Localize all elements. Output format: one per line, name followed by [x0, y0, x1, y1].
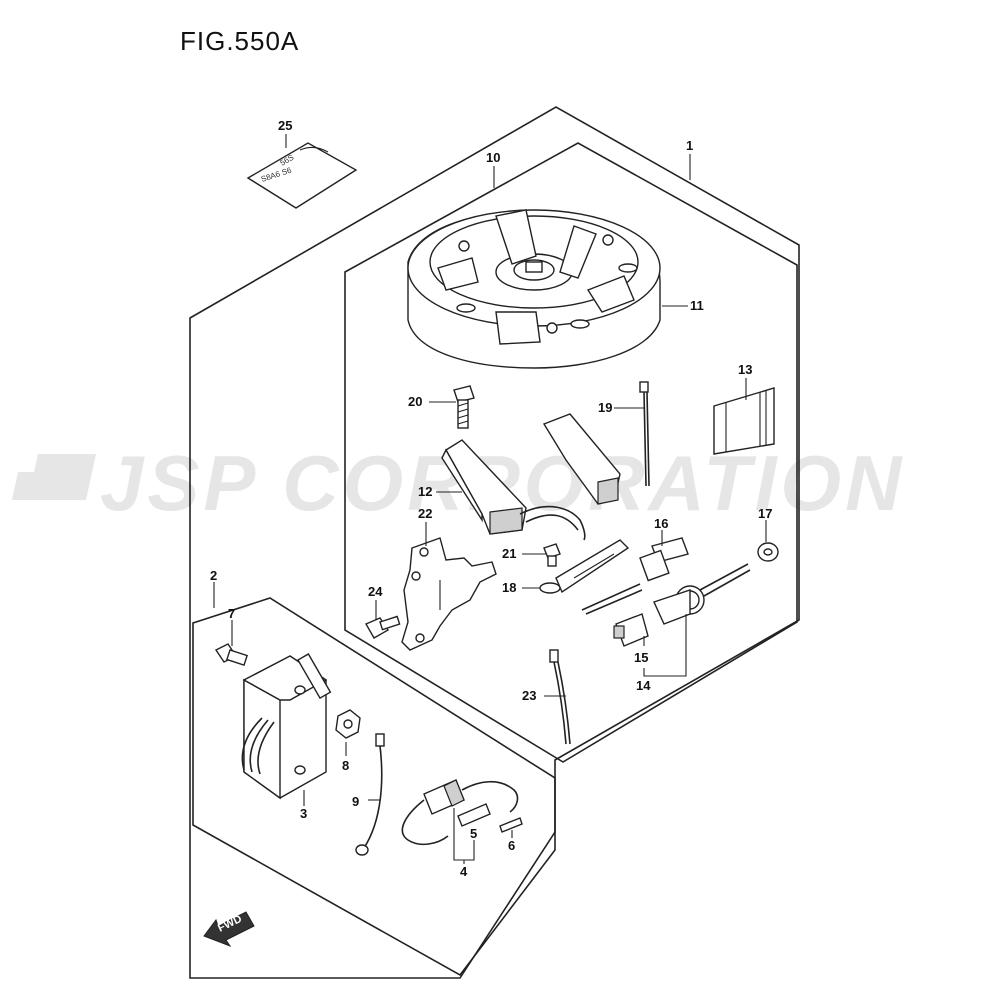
leader-lines [213, 134, 767, 864]
part-label-9: 9 [352, 794, 359, 809]
figure-title: FIG.550A [180, 26, 300, 56]
watermark-logo-icon [12, 454, 96, 500]
label-sheet-13 [713, 387, 775, 455]
part-label-24: 24 [368, 584, 383, 599]
part-label-10: 10 [486, 150, 500, 165]
part-label-25: 25 [278, 118, 292, 133]
bolt-20 [453, 385, 475, 429]
subassembly-boundary [192, 597, 556, 977]
part-label-3: 3 [300, 806, 307, 821]
bolt-24 [365, 615, 401, 639]
washer-17 [757, 542, 779, 562]
part-label-14: 14 [636, 678, 651, 693]
part-label-1: 1 [686, 138, 693, 153]
ground-lead-18 [539, 539, 630, 594]
fuse-6 [499, 817, 523, 833]
cable-tie-23 [549, 649, 571, 745]
part-label-15: 15 [634, 650, 648, 665]
part-label-20: 20 [408, 394, 422, 409]
screw-21 [543, 543, 561, 567]
assembly-boundary-outer [189, 106, 800, 979]
part-label-6: 6 [508, 838, 515, 853]
regulator-3 [241, 653, 332, 800]
part-label-8: 8 [342, 758, 349, 773]
bracket-22 [401, 537, 497, 651]
part-label-22: 22 [418, 506, 432, 521]
plug-16 [581, 537, 689, 615]
lead-wire-9 [355, 733, 385, 856]
coil-12 [441, 413, 621, 541]
nut-8 [335, 709, 361, 739]
part-label-13: 13 [738, 362, 752, 377]
part-label-16: 16 [654, 516, 668, 531]
part-label-7: 7 [228, 606, 235, 621]
cable-tie-19 [639, 381, 650, 487]
part-label-23: 23 [522, 688, 536, 703]
part-label-18: 18 [502, 580, 516, 595]
bolt-7 [214, 643, 249, 666]
decal-packet-25: S8A6 S6 56S [246, 142, 358, 209]
part-label-4: 4 [460, 864, 468, 879]
connector-14-15 [613, 563, 751, 647]
part-label-21: 21 [502, 546, 516, 561]
fwd-arrow-icon: FWD [203, 911, 255, 948]
fuse-holder-4 [401, 779, 519, 846]
part-label-19: 19 [598, 400, 612, 415]
assembly-boundary-inner [344, 142, 798, 763]
flywheel-11 [407, 209, 661, 369]
part-labels: 1 2 3 4 5 6 7 8 9 10 11 12 13 14 15 16 1… [210, 118, 772, 879]
part-label-12: 12 [418, 484, 432, 499]
part-label-2: 2 [210, 568, 217, 583]
part-label-17: 17 [758, 506, 772, 521]
fuse-5 [457, 803, 491, 827]
part-label-5: 5 [470, 826, 477, 841]
part-label-11: 11 [690, 298, 704, 313]
